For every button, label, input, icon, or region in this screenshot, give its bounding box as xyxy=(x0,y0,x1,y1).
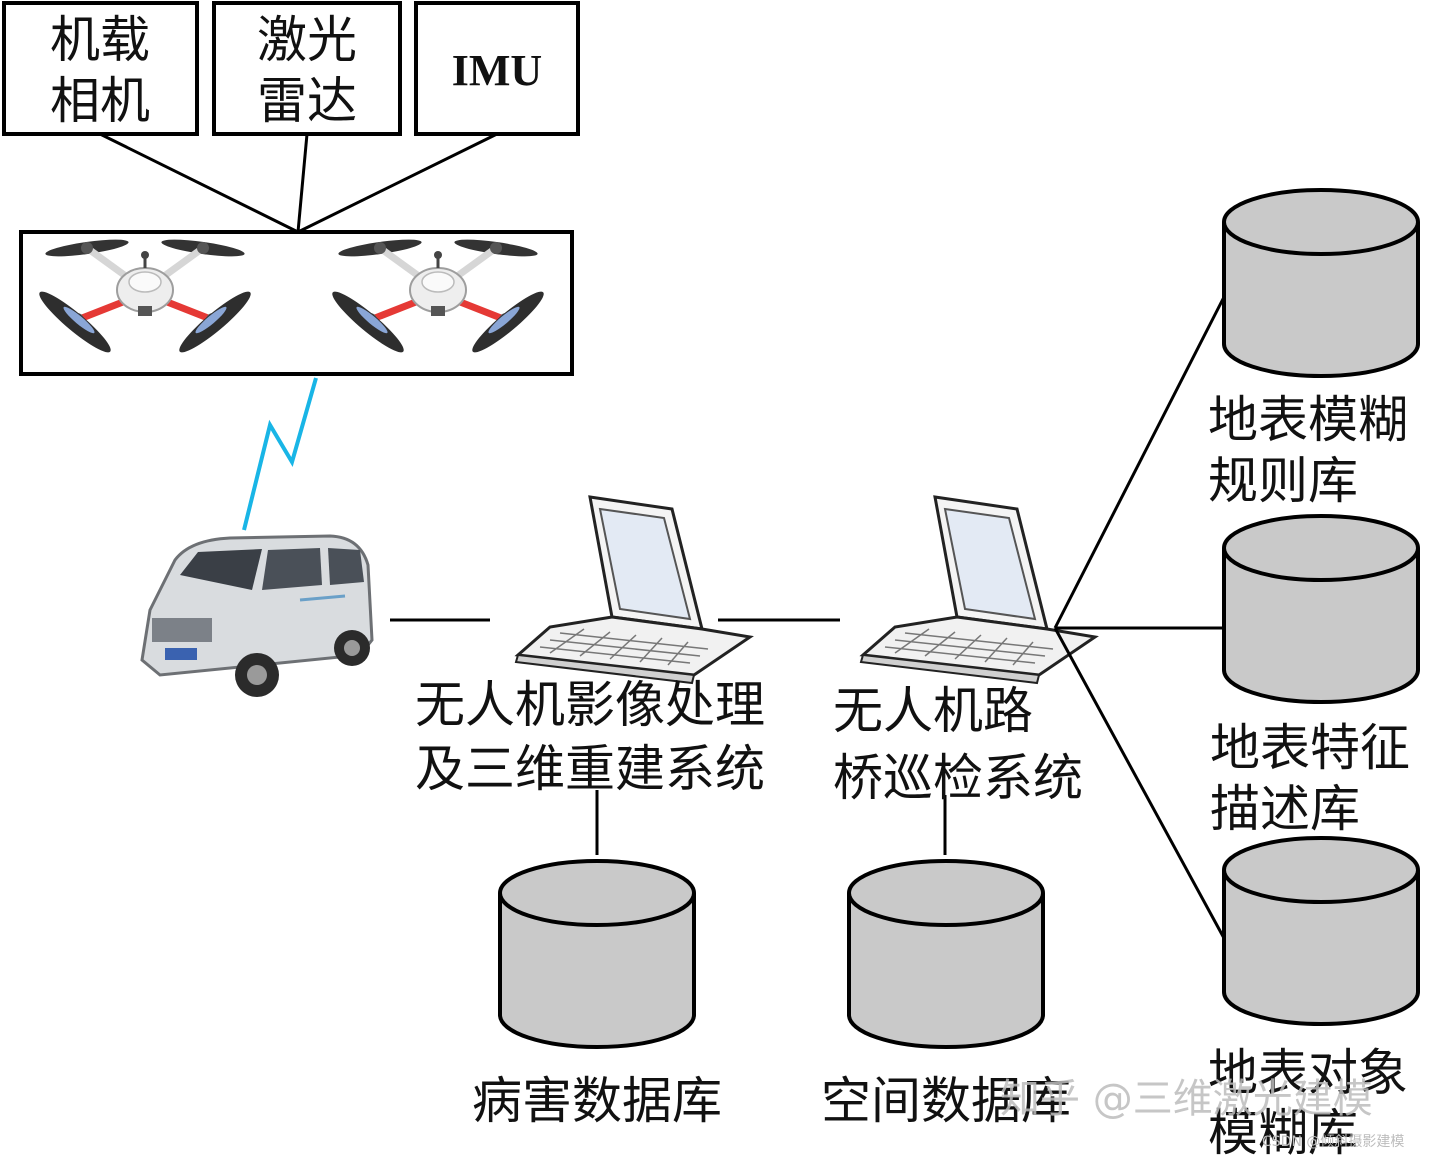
sensor-camera-box: 机载 相机 xyxy=(2,1,199,136)
system-image-processing-label: 无人机影像处理 及三维重建系统 xyxy=(415,676,765,798)
database-objects-label-line2: 模糊库 xyxy=(1208,1104,1358,1157)
sensor-imu-box: IMU xyxy=(414,1,580,136)
system-1-label-line2: 及三维重建系统 xyxy=(415,740,765,798)
database-cylinder-icon xyxy=(1222,836,1420,1026)
system-2-label-line1: 无人机路 xyxy=(833,682,1033,740)
database-surface-features: 地表特征 描述库 xyxy=(1210,514,1420,838)
watermark-csdn: CSDN @倾斜摄影建模 xyxy=(1262,1134,1404,1150)
database-rules-label-line1: 地表模糊 xyxy=(1208,391,1408,449)
database-cylinder-icon xyxy=(1222,188,1420,378)
drone-platform-box xyxy=(19,230,574,376)
sensor-lidar-box: 激光 雷达 xyxy=(212,1,402,136)
database-disease: 病害数据库 xyxy=(472,859,722,1130)
laptop-icon xyxy=(859,495,1097,685)
system-inspection-label: 无人机路 桥巡检系统 xyxy=(833,682,1083,807)
database-cylinder-icon xyxy=(1222,514,1420,704)
database-features-label-line1: 地表特征 xyxy=(1210,719,1410,777)
database-fanout-connectors xyxy=(1053,294,1227,941)
sensor-lidar-label-line2: 雷达 xyxy=(257,72,357,130)
sensor-imu-label: IMU xyxy=(452,46,542,95)
database-rules-label-line2: 规则库 xyxy=(1208,452,1358,510)
system-connectors xyxy=(390,618,947,855)
van-icon xyxy=(140,534,374,697)
database-objects-label-line1: 地表对象 xyxy=(1208,1044,1408,1102)
database-cylinder-icon xyxy=(847,859,1045,1049)
database-surface-fuzzy-rules: 地表模糊 规则库 xyxy=(1208,188,1420,510)
system-2-label-line2: 桥巡检系统 xyxy=(833,749,1083,807)
system-1-label-line1: 无人机影像处理 xyxy=(415,676,765,734)
database-spatial: 空间数据库 xyxy=(821,859,1071,1130)
sensor-connectors xyxy=(99,132,498,234)
database-spatial-label: 空间数据库 xyxy=(821,1072,1071,1130)
database-surface-objects: 地表对象 模糊库 xyxy=(1208,836,1420,1157)
database-features-label-line2: 描述库 xyxy=(1210,780,1360,838)
sensor-lidar-label-line1: 激光 xyxy=(257,11,357,69)
sensor-camera-label-line2: 相机 xyxy=(50,72,150,130)
sensor-camera-label-line1: 机载 xyxy=(50,11,150,69)
database-disease-label: 病害数据库 xyxy=(472,1072,722,1130)
database-cylinder-icon xyxy=(498,859,696,1049)
laptop-icon xyxy=(514,495,752,685)
watermark-zhihu: 知乎 @三维激光建模 xyxy=(1000,1076,1373,1122)
lightning-signal-icon xyxy=(242,377,318,531)
